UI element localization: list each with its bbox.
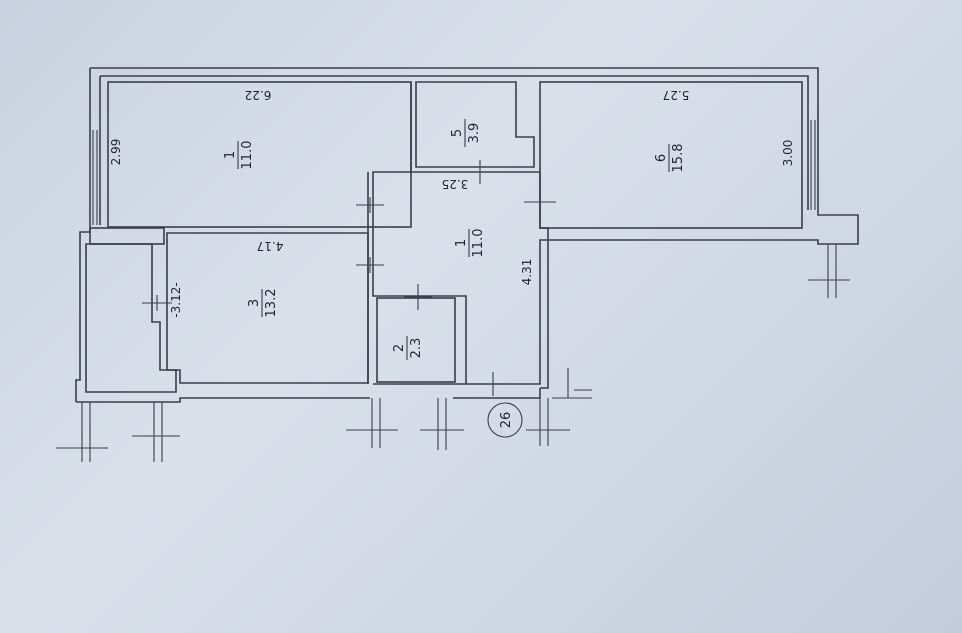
room-area: 11.0 (240, 141, 255, 170)
room-area: 2.3 (409, 338, 424, 359)
room-6-label: 6 15.8 (654, 144, 686, 173)
dimension-room4-width: 2.99 (109, 139, 123, 166)
room-5-outline (415, 81, 535, 168)
room-area: 13.2 (264, 289, 279, 318)
dimension-room4-length: 6.22 (245, 88, 272, 102)
dimension-room1-width: 3.25 (442, 177, 469, 191)
dimension-room6-length: 5.27 (663, 88, 690, 102)
apartment-number: 26 (499, 412, 514, 429)
room-number: 1 (223, 151, 238, 159)
room-4-label: 1 11.0 (223, 141, 255, 170)
room-number: 5 (450, 129, 465, 137)
partitions (367, 82, 466, 385)
room-number: 1 (454, 239, 469, 247)
room-area: 11.0 (471, 229, 486, 258)
room-number: 6 (654, 154, 669, 162)
room-2-outline (376, 297, 456, 383)
wall-stubs (56, 244, 850, 462)
dimension-room3-width: -3.12- (169, 282, 183, 317)
corridor-outline (85, 243, 177, 393)
dimension-room1-length: 4.31 (520, 259, 534, 286)
dimension-room6-width: 3.00 (781, 140, 795, 167)
room-3-label: 3 13.2 (247, 289, 279, 318)
window-room4 (92, 130, 98, 225)
apartment-number-circle (487, 402, 523, 438)
room-area: 3.9 (467, 123, 482, 144)
room-2-label: 2 2.3 (392, 336, 424, 360)
dimension-room3-length: 4.17 (257, 239, 284, 253)
room-5-label: 5 3.9 (450, 119, 482, 147)
room-number: 2 (392, 344, 407, 352)
room-1-label: 1 11.0 (454, 229, 486, 258)
partition-block (89, 227, 165, 245)
room-number: 3 (247, 299, 262, 307)
room-6-outline (539, 81, 803, 229)
window-room6 (810, 120, 816, 210)
outer-walls (75, 67, 859, 403)
door-marks (142, 160, 556, 396)
room-area: 15.8 (671, 144, 686, 173)
